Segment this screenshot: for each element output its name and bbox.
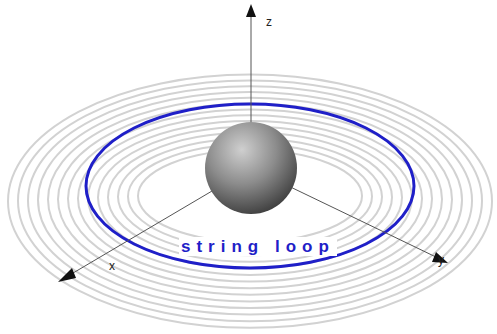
x-arrowhead xyxy=(58,268,76,282)
axis-label: z xyxy=(266,16,272,28)
loop-label: string loop xyxy=(179,237,337,256)
grey-rings xyxy=(8,75,492,328)
z-arrowhead xyxy=(246,4,256,17)
axes xyxy=(58,4,448,282)
grey-ring xyxy=(88,121,412,275)
grey-ring xyxy=(8,75,492,328)
string-loop-ring xyxy=(86,104,414,268)
grey-ring xyxy=(38,92,462,308)
grey-ring xyxy=(78,115,422,281)
axis-label: y xyxy=(438,254,444,266)
grey-ring xyxy=(68,109,432,288)
axis-label: x xyxy=(109,260,115,272)
grey-ring xyxy=(48,98,452,302)
central-sphere xyxy=(205,122,297,214)
grey-ring xyxy=(18,80,482,321)
grey-ring xyxy=(28,86,472,314)
grey-ring xyxy=(58,104,442,295)
